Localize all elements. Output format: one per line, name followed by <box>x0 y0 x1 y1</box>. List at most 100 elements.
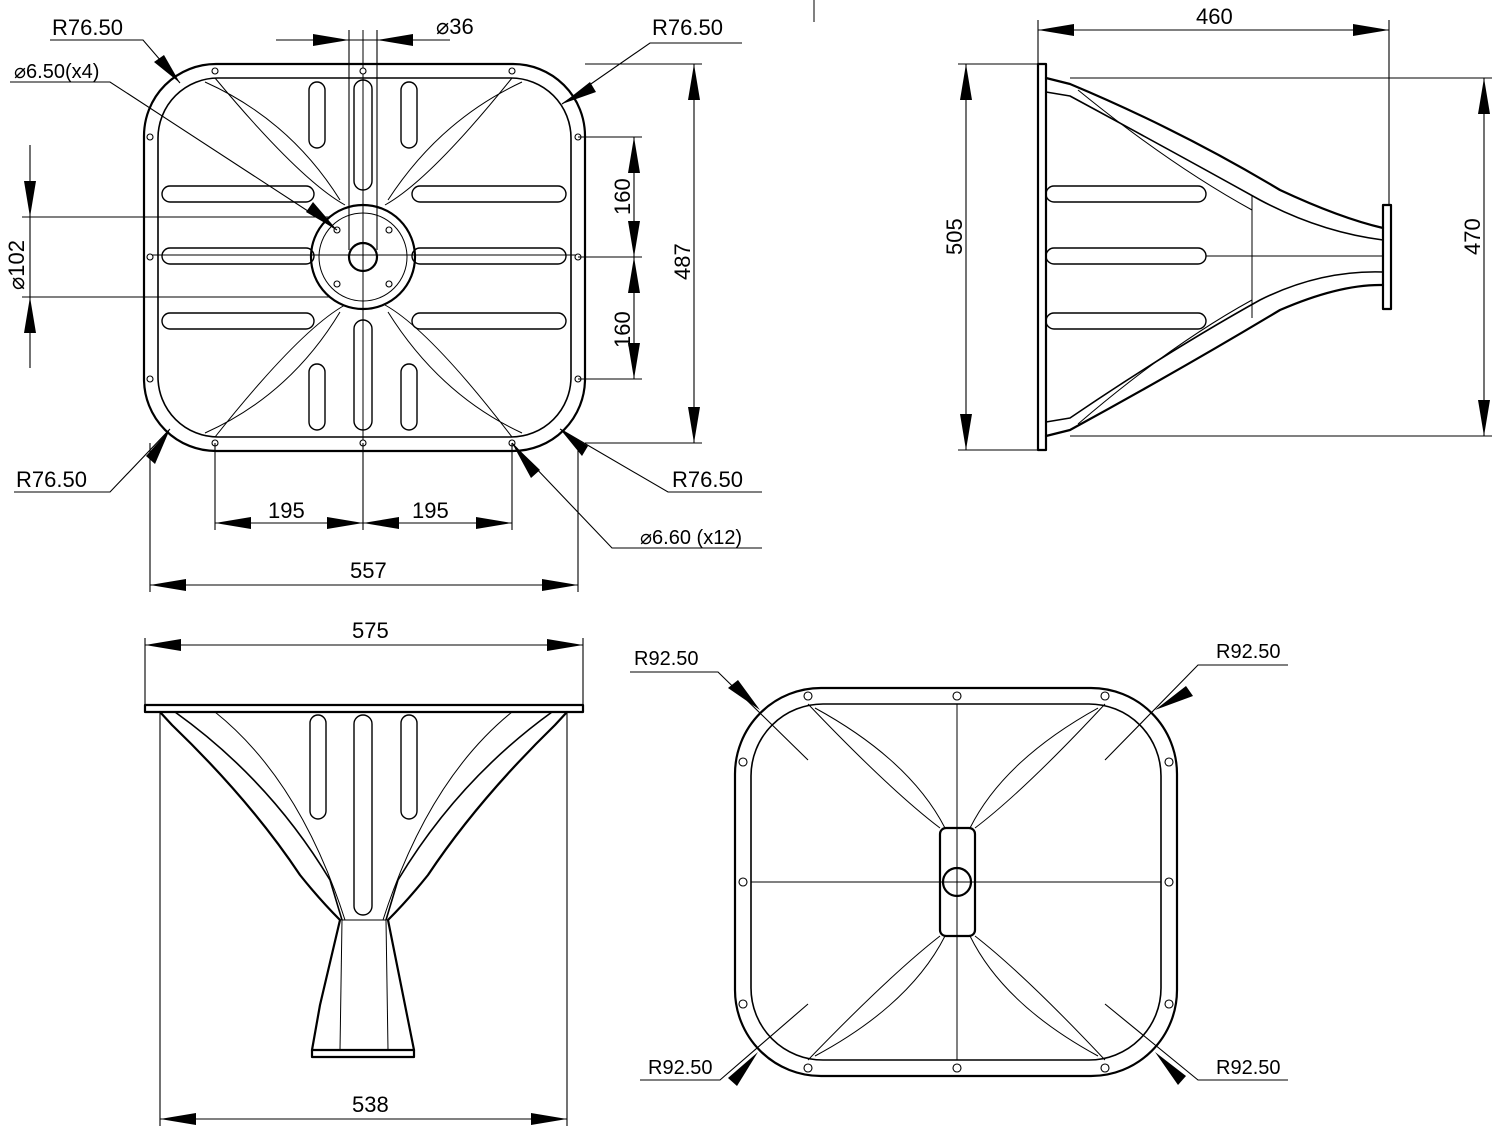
dim-hole-spacing-horizontal: 195 195 <box>214 443 513 530</box>
top-slot-left <box>309 714 327 820</box>
leader-radius-tl: R76.50 <box>50 15 181 84</box>
dim-side-mouth-height: 505 <box>942 63 1038 451</box>
top-mouth-width-label: 575 <box>352 618 389 643</box>
front-height-label: 487 <box>670 243 695 280</box>
side-horn-bottom-inner <box>1045 271 1384 423</box>
front-throat-flange <box>309 203 417 311</box>
rear-radius-tl-label: R92.50 <box>634 648 699 670</box>
front-throat-flange-inner <box>318 212 408 302</box>
dim-hole-spacing-vertical: 160 160 <box>578 136 642 380</box>
top-rib-left <box>214 711 346 921</box>
front-slot-right-3 <box>411 312 567 330</box>
front-rib-bl <box>214 304 346 438</box>
top-body-right-inner <box>385 711 553 921</box>
dim-side-depth: 460 <box>1037 4 1390 205</box>
side-slot-2 <box>1045 247 1207 265</box>
front-throat-screw-3 <box>333 280 341 288</box>
top-body-left-outer <box>158 710 342 1052</box>
front-view: ⌀36 ⌀102 160 160 <box>4 14 762 592</box>
dim-throat-flange-diameter: ⌀102 <box>4 145 330 368</box>
front-rib-tr2 <box>387 81 523 201</box>
side-rib-upper <box>1077 89 1253 211</box>
front-slot-top-right <box>400 81 418 149</box>
rear-rib-bl2 <box>814 935 946 1057</box>
dim-front-width: 557 <box>149 443 579 592</box>
rear-throat-frame <box>938 826 977 938</box>
side-horn-top-inner <box>1045 91 1384 241</box>
rear-rib-tr2 <box>969 707 1099 829</box>
front-slot-right-2 <box>411 247 567 265</box>
rear-rib-br <box>974 935 1106 1061</box>
leader-radius-tr: R76.50 <box>561 15 742 105</box>
svg-text:⌀6.60 (x12): ⌀6.60 (x12) <box>640 527 742 549</box>
front-rib-br <box>384 304 513 438</box>
front-outer-frame <box>142 62 587 453</box>
top-mouth-flange <box>143 703 585 714</box>
rear-rib-br2 <box>969 935 1099 1057</box>
throat-flange-diameter-label: 102 <box>4 240 29 277</box>
front-slot-bottom-center <box>353 319 373 431</box>
rear-leader-radius-tr: R92.50 <box>1104 641 1288 761</box>
top-throat-right <box>385 919 389 1051</box>
side-horn-bottom-outer <box>1044 283 1385 438</box>
front-radius-bl-label: R76.50 <box>16 467 87 492</box>
rear-outer-frame <box>733 686 1179 1078</box>
front-rib-br2 <box>387 311 523 434</box>
front-radius-tl-label: R76.50 <box>52 15 123 40</box>
front-slot-left-1 <box>161 185 315 203</box>
top-body-left-inner <box>174 711 343 921</box>
top-throat-flange <box>310 1048 416 1059</box>
side-slot-1 <box>1045 185 1207 203</box>
rear-rib-tr <box>974 703 1106 829</box>
front-slot-bottom-left <box>308 363 326 431</box>
top-body-right-outer <box>386 710 569 1052</box>
top-slot-center <box>353 714 373 916</box>
dim-front-height: 487 <box>585 63 702 444</box>
hole-spacing-lower-label: 160 <box>610 311 635 348</box>
rear-radius-bl-label: R92.50 <box>648 1057 713 1079</box>
dim-throat-diameter: ⌀36 <box>276 14 474 250</box>
rear-leader-radius-bl: R92.50 <box>640 1003 809 1086</box>
svg-text:⌀6.50(x4): ⌀6.50(x4) <box>14 61 99 83</box>
top-slot-right <box>400 714 418 820</box>
rear-view: R92.50 R92.50 R92.50 R92.50 <box>630 641 1288 1086</box>
top-bottom-width-label: 538 <box>352 1092 389 1117</box>
side-mouth-flange <box>1036 62 1048 452</box>
side-depth-label: 460 <box>1196 4 1233 29</box>
side-view: 460 505 470 <box>942 4 1492 452</box>
rear-rib-bl <box>807 935 941 1061</box>
front-rib-tr <box>384 77 513 206</box>
front-throat-hole <box>347 241 379 273</box>
side-horn-top-outer <box>1044 76 1385 230</box>
front-throat-screw-4 <box>385 280 393 288</box>
leader-throat-holes: ⌀6.50(x4) <box>10 61 338 231</box>
rear-rib-tl2 <box>814 707 946 829</box>
front-rib-tl <box>214 77 346 206</box>
rear-flange-holes <box>738 691 1174 1073</box>
front-radius-tr-label: R76.50 <box>652 15 723 40</box>
flange-hole-callout-label: 6.60 (x12) <box>652 527 742 549</box>
side-slot-3 <box>1045 312 1207 330</box>
leader-radius-bl: R76.50 <box>14 428 171 493</box>
leader-radius-br: R76.50 <box>559 428 762 493</box>
front-slot-bottom-right <box>400 363 418 431</box>
rear-rib-tl <box>807 703 941 829</box>
throat-diameter-label: 36 <box>449 14 473 39</box>
top-view: 575 538 <box>143 618 585 1126</box>
hole-spacing-left-label: 195 <box>268 498 305 523</box>
svg-text:⌀36: ⌀36 <box>436 14 474 39</box>
hole-spacing-upper-label: 160 <box>610 178 635 215</box>
front-inner-frame <box>157 77 572 438</box>
front-slot-left-2 <box>161 247 315 265</box>
front-rib-bl2 <box>204 311 341 434</box>
front-flange-holes <box>146 67 582 447</box>
front-slot-top-center <box>353 79 373 191</box>
rear-radius-br-label: R92.50 <box>1216 1057 1281 1079</box>
rear-throat-hole <box>941 866 973 898</box>
side-mouth-height-label: 505 <box>942 218 967 255</box>
dim-side-height: 470 <box>1070 77 1492 437</box>
front-slot-top-left <box>308 81 326 149</box>
diameter-symbol: ⌀ <box>436 14 449 39</box>
leader-flange-holes: ⌀6.60 (x12) <box>511 442 762 549</box>
